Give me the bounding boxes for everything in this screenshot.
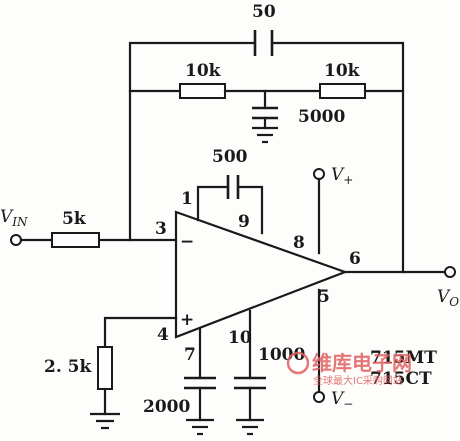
pin-9-label: 9 [238,212,250,232]
input-resistor-label: 5k [62,209,87,229]
input-resistor-5k [51,232,100,248]
pin-4-label: 4 [157,325,169,345]
pin-7-label: 7 [184,345,196,365]
pin10-capacitor-label: 1000 [258,345,305,365]
vplus-terminal[interactable] [313,168,325,180]
pin10-capacitor [234,309,266,436]
part-number-715ct: 715CT [370,369,432,389]
vminus-label: V− [331,389,353,411]
watermark-logo-icon [286,351,310,375]
feedback-resistor-right [319,83,366,99]
watermark-subtitle: 全球最大IC采购网站 [313,374,403,387]
bias-resistor-label: 2. 5k [44,357,92,377]
op-amp-triangle [174,210,349,339]
pin7-capacitor-label: 2000 [143,397,190,417]
vplus-label: V+ [331,165,353,187]
feedback-capacitor-label: 50 [252,2,276,22]
bias-resistor-network [90,316,178,430]
vin-terminal[interactable] [10,234,22,246]
watermark-title: 维库电子网 [312,351,412,375]
pin-3-label: 3 [155,219,167,239]
feedback-resistor-left-label: 10k [185,61,222,81]
vminus-terminal[interactable] [313,391,325,403]
feedback-t-network [128,83,405,144]
bias-resistor-2-5k [97,346,113,390]
shunt-capacitor-label: 5000 [298,107,345,127]
feedback-resistor-left [179,83,226,99]
compensation-capacitor-500 [196,175,264,235]
noninverting-input-sign: + [180,310,194,330]
pin-6-label: 6 [349,249,361,269]
part-number-715mt: 715MT [370,348,437,368]
pin-5-label: 5 [318,287,330,307]
vin-label: VIN [0,207,28,229]
feedback-capacitor-loop [128,30,405,274]
watermark-logo: 维库电子网 全球最大IC采购网站 [286,351,412,387]
pin-1-label: 1 [181,189,193,209]
feedback-resistor-right-label: 10k [324,61,361,81]
pin7-capacitor [184,327,216,436]
vo-terminal[interactable] [444,266,456,278]
inverting-input-sign: − [180,232,194,252]
vo-label: VO [437,287,459,309]
compensation-capacitor-label: 500 [212,147,248,167]
pin-8-label: 8 [293,233,305,253]
pin-10-label: 10 [228,328,252,348]
